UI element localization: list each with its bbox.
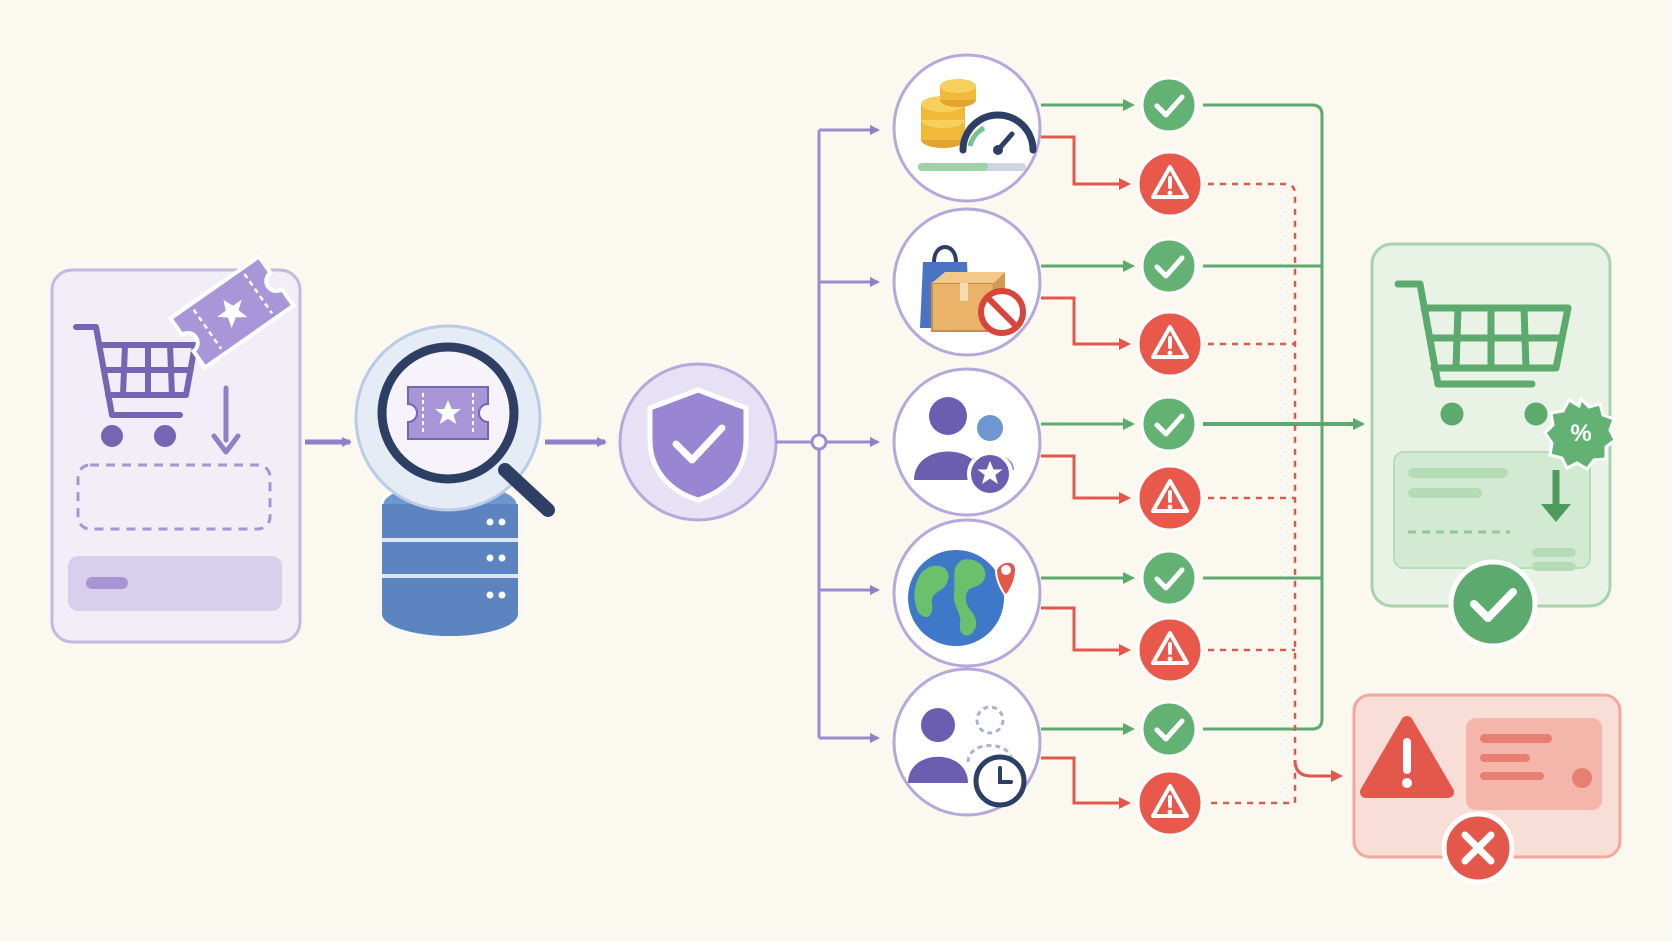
fail-connectors [1041,135,1131,809]
users-star-icon [914,397,1014,497]
pass-check-icon [1142,78,1196,132]
discount-arrow-icon [1541,470,1571,522]
pass-check-icon [1142,702,1196,756]
apply-button [68,556,282,611]
svg-text:%: % [1570,420,1591,447]
rule-member-tier-node [892,367,1042,517]
branch-junction [810,433,828,451]
rule-time-limit-node [892,667,1042,817]
fail-warning-icon [1136,769,1204,837]
warning-triangle-icon [1360,716,1454,798]
coins-gauge-icon [918,79,1037,171]
down-arrow-icon [211,385,241,455]
branch-connector [776,125,880,743]
success-check-icon [1448,559,1538,649]
cart-coupon-card [50,253,302,644]
error-x-icon [1441,811,1515,885]
discount-applied-card: % [1370,242,1617,649]
bag-box-prohibited-icon [920,245,1026,336]
pass-check-icon [1142,551,1196,605]
fail-warning-icon [1136,150,1204,218]
coupon-lookup-node [354,324,555,636]
fail-warning-icon [1136,310,1204,378]
coupon-ticket-icon [407,386,489,440]
shield-check-icon [647,387,749,503]
fail-warning-icon [1136,616,1204,684]
pass-check-icon [1142,397,1196,451]
rule-excluded-items-node [892,207,1042,357]
pass-connectors [1041,99,1365,735]
shopping-cart-icon [73,324,198,447]
coupon-code-input [76,463,272,531]
pass-check-icon [1142,239,1196,293]
shopping-cart-icon [1394,280,1572,426]
validation-node [618,362,778,522]
coupon-ticket-icon [167,253,297,371]
fail-dotted-connectors [1208,182,1343,805]
rule-min-spend-node [892,53,1042,203]
error-message-panel [1466,718,1602,810]
percent-badge-icon: % [1543,396,1617,471]
user-clock-icon [908,705,1027,808]
fail-warning-icon [1136,464,1204,532]
globe-pin-icon [908,550,1018,646]
coupon-rejected-card [1352,693,1622,885]
rule-region-node [892,518,1042,668]
